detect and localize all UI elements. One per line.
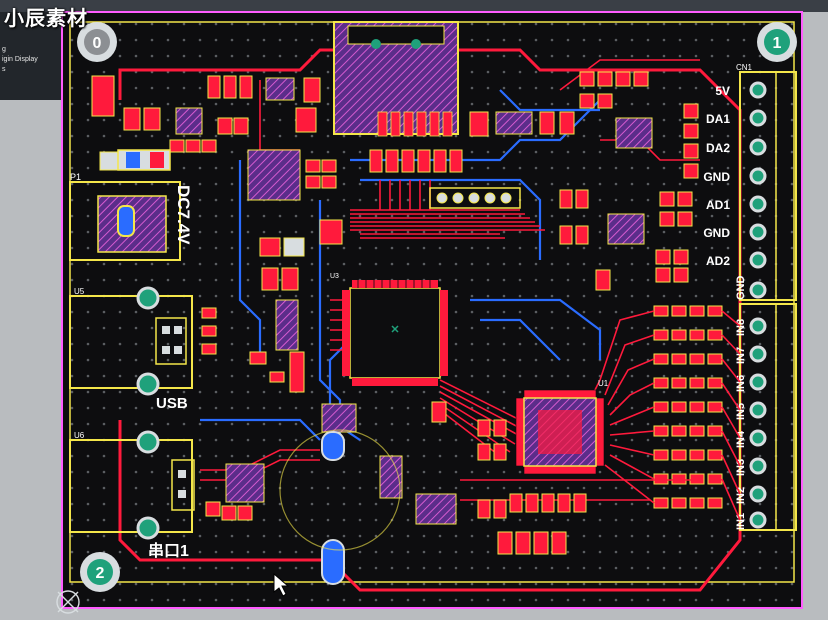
hole-label-1: 1 xyxy=(773,35,782,52)
mounting-hole-2[interactable]: 2 xyxy=(80,552,120,592)
panel-line-3: s xyxy=(2,66,6,73)
origin-marker-icon xyxy=(56,590,80,614)
usb-connector-u5[interactable]: U5 USB xyxy=(69,286,193,412)
power-jack-p1[interactable]: P1 DC7.4V xyxy=(69,172,193,261)
window-title-bar xyxy=(0,0,828,12)
crystal-pads xyxy=(279,429,401,585)
top-layer-traces xyxy=(200,59,700,501)
label-p1: P1 xyxy=(70,172,81,182)
panel-line-1: g xyxy=(2,46,6,53)
input-label: IN8 xyxy=(735,319,747,336)
top-connector[interactable] xyxy=(333,21,459,137)
input-label: IN2 xyxy=(735,487,747,504)
mounting-hole-1[interactable]: 1 xyxy=(757,22,797,62)
side-panel[interactable]: g igin Display s xyxy=(0,12,70,100)
serial-connector-u6[interactable]: U6 串口1 xyxy=(69,430,195,560)
pin-label: DA2 xyxy=(706,141,730,155)
label-serial: 串口1 xyxy=(148,541,189,560)
smd-components xyxy=(91,71,699,555)
mcu-u3[interactable]: U3 xyxy=(330,273,448,386)
pin-label: GND xyxy=(703,226,730,240)
arrow-cursor-icon xyxy=(273,572,290,597)
label-u5: U5 xyxy=(74,287,85,296)
pin-label: DA1 xyxy=(706,112,730,126)
label-u6: U6 xyxy=(74,431,85,440)
label-cn1: CN1 xyxy=(736,63,753,72)
pin-label: 5V xyxy=(715,84,730,98)
mounting-hole-0[interactable]: 0 xyxy=(77,22,117,62)
pin-label: GND xyxy=(703,170,730,184)
label-power: DC7.4V xyxy=(174,185,193,245)
label-u1: U1 xyxy=(598,379,609,388)
pin-label: AD1 xyxy=(706,198,730,212)
chip-u1[interactable]: U1 xyxy=(515,379,609,475)
input-label: IN1 xyxy=(735,513,747,530)
pin-header[interactable] xyxy=(429,187,521,209)
diode-d1 xyxy=(117,149,171,171)
label-u3: U3 xyxy=(330,273,339,280)
inductor xyxy=(259,237,305,257)
hole-label-2: 2 xyxy=(96,565,105,582)
board-outline xyxy=(61,11,803,609)
panel-line-2[interactable]: igin Display xyxy=(2,56,38,63)
label-usb: USB xyxy=(156,395,188,412)
pin-label: AD2 xyxy=(706,254,730,268)
terminal-connector-cn1[interactable]: CN1 5V DA1 DA2 GND AD1 GND AD2 GND xyxy=(703,63,797,301)
pin-label: GND xyxy=(735,276,747,301)
watermark: 小辰素材 xyxy=(4,6,88,30)
hole-label-0: 0 xyxy=(93,35,102,52)
input-label: IN7 xyxy=(735,347,747,364)
